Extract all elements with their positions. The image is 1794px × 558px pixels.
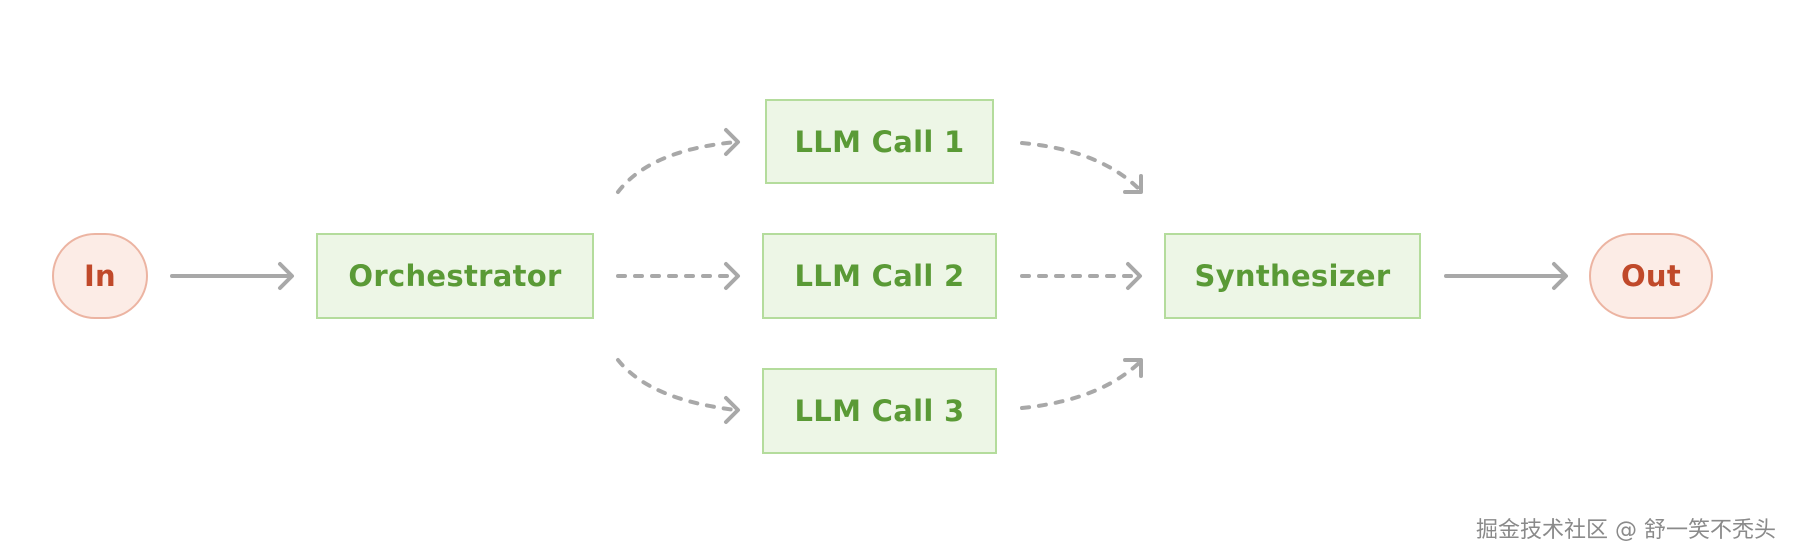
node-llm-call-2-label: LLM Call 2: [794, 259, 965, 293]
arrowhead-icon: [724, 128, 740, 156]
node-llm-call-3: LLM Call 3: [762, 368, 997, 454]
node-orchestrator-label: Orchestrator: [348, 259, 562, 293]
arrowhead-icon: [1123, 174, 1143, 194]
arrowhead-icon: [724, 262, 740, 290]
node-out: Out: [1589, 233, 1713, 319]
edge-orchestrator-to-llm-call-2: [616, 262, 740, 290]
arrowhead-icon: [1123, 358, 1143, 378]
edge-synthesizer-to-out: [1444, 262, 1568, 290]
edge-line: [1020, 141, 1142, 192]
edge-in-to-orchestrator: [170, 262, 294, 290]
node-in: In: [52, 233, 148, 319]
arrowhead-icon: [1126, 262, 1142, 290]
arrowhead-icon: [1552, 262, 1568, 290]
edge-orchestrator-to-llm-call-3: [616, 358, 740, 424]
node-orchestrator: Orchestrator: [316, 233, 594, 319]
node-llm-call-1-label: LLM Call 1: [794, 124, 965, 159]
watermark-text: 掘金技术社区 @ 舒一笑不秃头: [1476, 518, 1776, 543]
node-llm-call-2: LLM Call 2: [762, 233, 997, 319]
node-out-label: Out: [1620, 259, 1682, 293]
edge-line: [616, 358, 738, 412]
arrowhead-icon: [278, 262, 294, 290]
edge-llm-call-2-to-synthesizer: [1020, 262, 1142, 290]
node-synthesizer-label: Synthesizer: [1194, 259, 1391, 293]
node-in-label: In: [83, 259, 117, 293]
edge-line: [1020, 360, 1142, 410]
edge-llm-call-1-to-synthesizer: [1020, 141, 1143, 194]
edge-llm-call-3-to-synthesizer: [1020, 358, 1143, 410]
edge-line: [616, 140, 738, 194]
node-llm-call-1: LLM Call 1: [765, 99, 994, 184]
arrowhead-icon: [724, 396, 740, 424]
node-llm-call-3-label: LLM Call 3: [794, 394, 965, 428]
edge-orchestrator-to-llm-call-1: [616, 128, 740, 194]
node-synthesizer: Synthesizer: [1164, 233, 1421, 319]
